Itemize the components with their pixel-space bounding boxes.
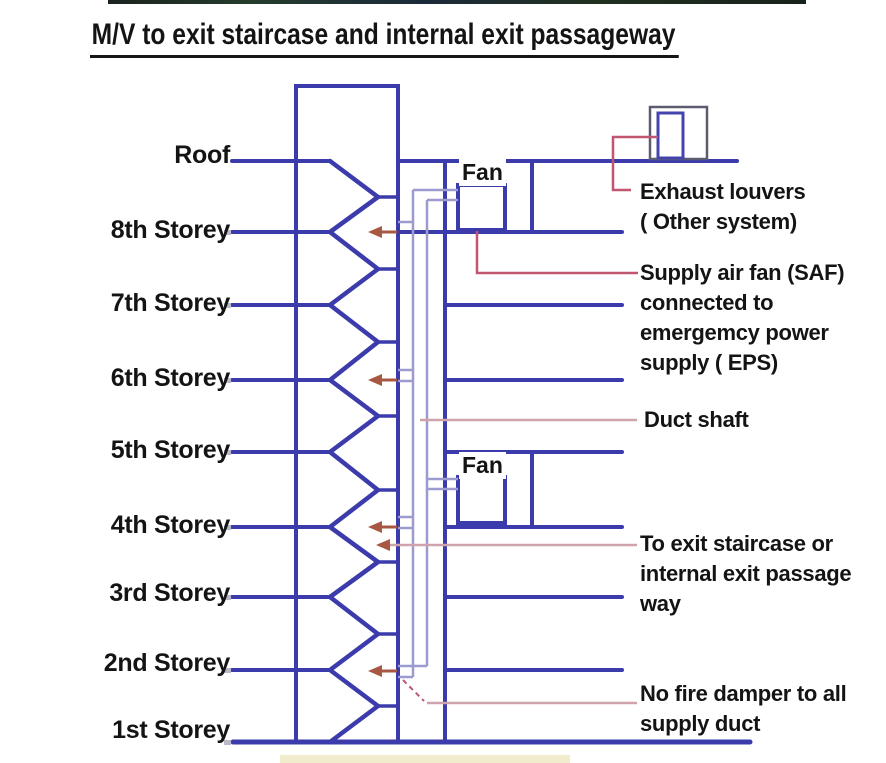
- floor-label-6th: 6th Storey: [110, 364, 231, 392]
- annotation-exit-line2: internal exit passage: [640, 561, 852, 586]
- screen-artifact-bar: [108, 0, 806, 4]
- annotation-damper-line2: supply duct: [640, 711, 761, 736]
- page-title: M/V to exit staircase and internal exit …: [90, 18, 679, 58]
- fan-label-lower: Fan: [459, 452, 506, 479]
- annotation-exhaust-louvers-line2: ( Other system): [640, 209, 797, 234]
- fan-label-upper: Fan: [459, 159, 506, 186]
- staircase-shaft: [294, 84, 400, 744]
- leader-no-fire-damper-diagonal: [402, 679, 425, 702]
- exhaust-louver: [648, 105, 709, 161]
- annotation-exit-line3: way: [640, 591, 681, 616]
- stair-zigzag: [327, 158, 398, 745]
- scan-artifact: [280, 755, 570, 763]
- annotation-exhaust-louvers-line1: Exhaust louvers: [640, 179, 806, 204]
- floor-label-5th: 5th Storey: [110, 436, 231, 464]
- supply-duct: [398, 188, 458, 679]
- annotation-exit-line1: To exit staircase or: [640, 531, 833, 556]
- supply-outlet-arrows: [368, 226, 397, 677]
- floor-label-7th: 7th Storey: [110, 289, 231, 317]
- fan-box-lower: [456, 475, 507, 525]
- floor-label-3rd: 3rd Storey: [109, 579, 230, 607]
- annotation-duct-shaft: Duct shaft: [644, 407, 749, 432]
- leader-saf: [475, 231, 638, 275]
- annotation-damper-line1: No fire damper to all: [640, 681, 847, 706]
- floor-label-2nd: 2nd Storey: [103, 649, 231, 677]
- fan-box-upper: [456, 183, 507, 232]
- floor-label-4th: 4th Storey: [110, 511, 231, 539]
- leader-exhaust-louvers: [611, 135, 658, 192]
- annotation-saf-line1: Supply air fan (SAF): [640, 260, 845, 285]
- floor-label-roof: Roof: [174, 141, 230, 169]
- floor-label-1st: 1st Storey: [112, 716, 230, 744]
- annotation-saf-line2: connected to: [640, 290, 774, 315]
- annotation-saf-line4: supply ( EPS): [640, 350, 778, 375]
- leader-lines: [376, 135, 658, 705]
- annotation-saf-line3: emergemcy power: [640, 320, 829, 345]
- floor-label-8th: 8th Storey: [110, 216, 231, 244]
